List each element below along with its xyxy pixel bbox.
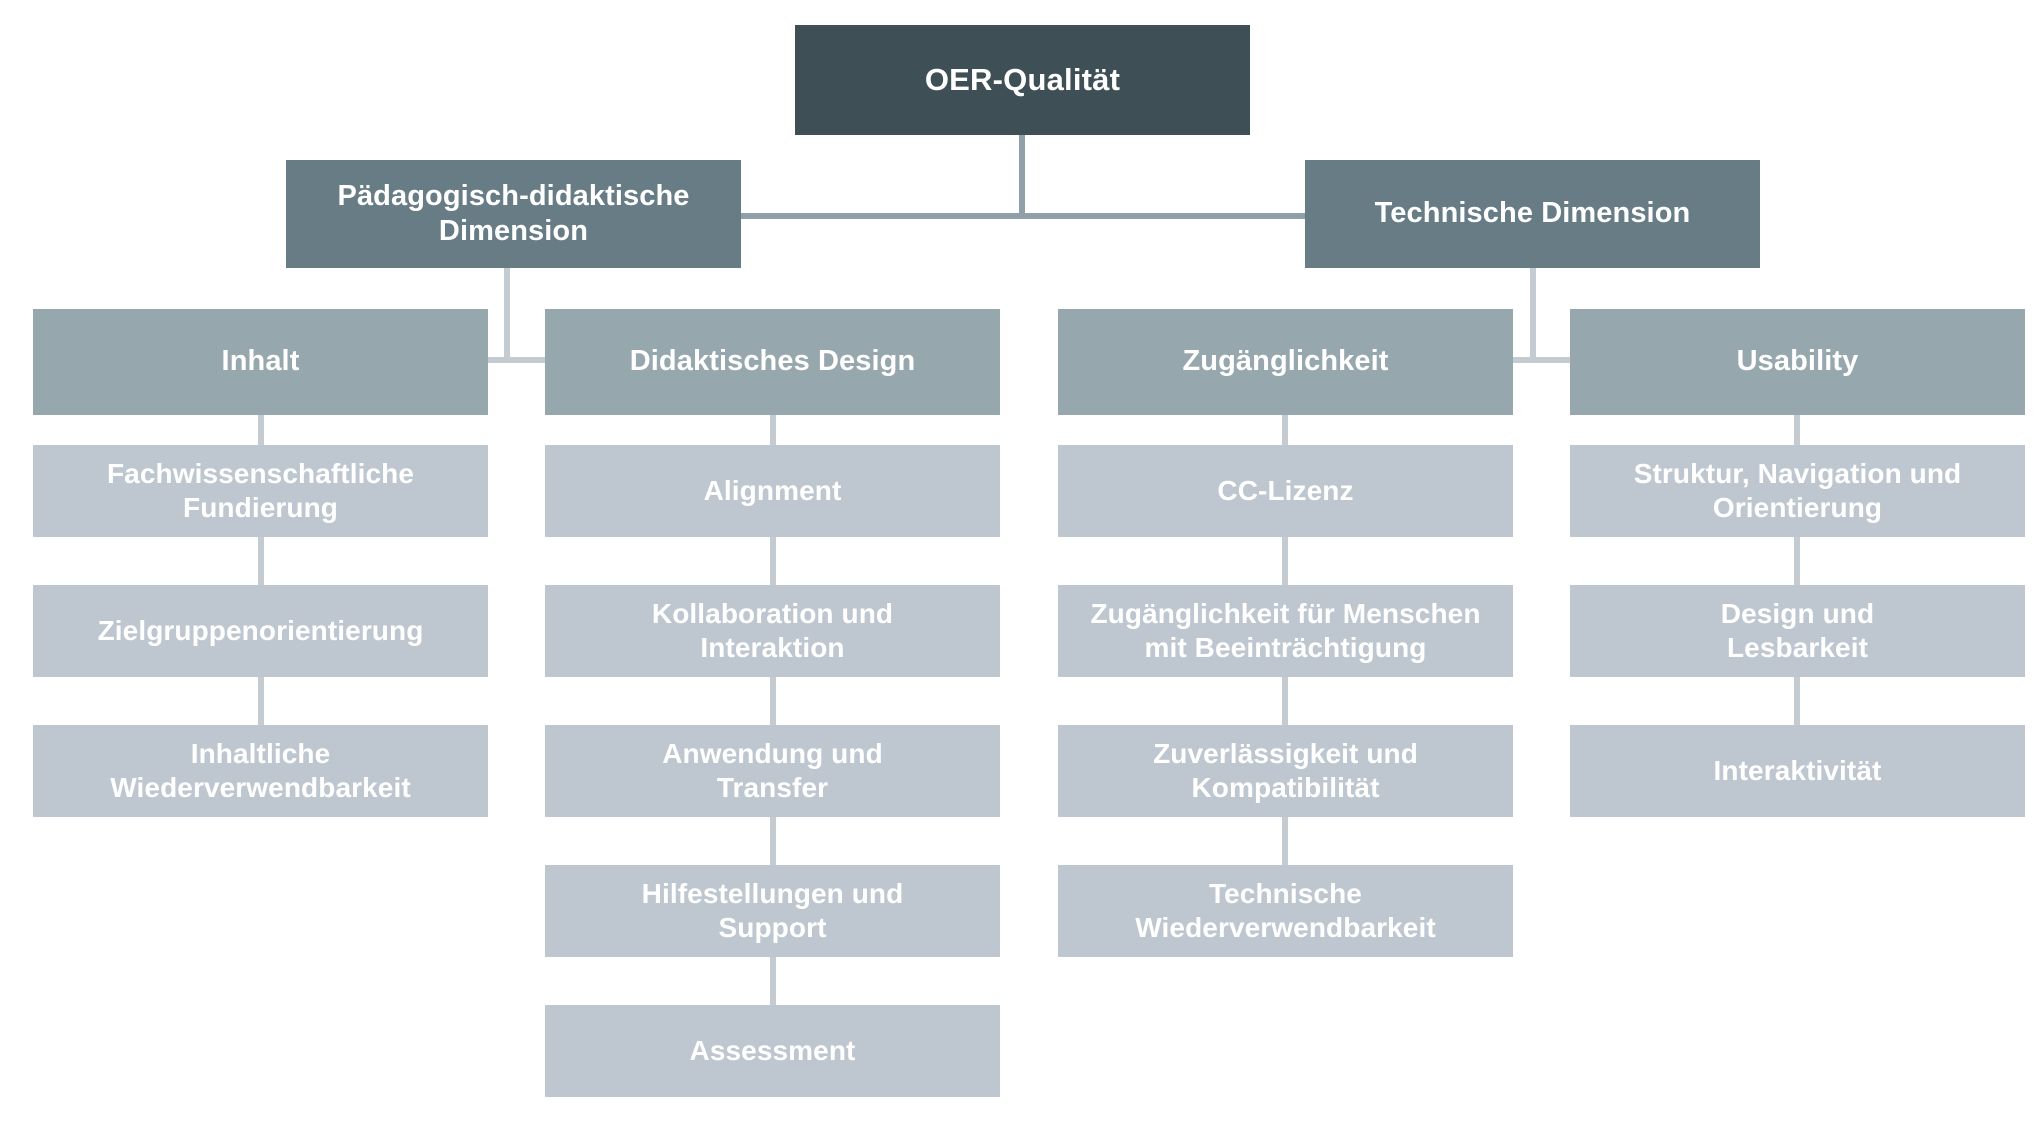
node-leaf-inhaltliche-wiederverwendbarkeit[interactable]: Inhaltliche Wiederverwendbarkeit — [33, 725, 488, 817]
node-label: Assessment — [689, 1034, 856, 1066]
node-category-usability[interactable]: Usability — [1570, 309, 2025, 415]
node-dimension-paedagogisch-didaktisch[interactable]: Pädagogisch-didaktische Dimension — [286, 160, 741, 268]
node-label: Pädagogisch-didaktische Dimension — [337, 179, 690, 247]
node-label: OER-Qualität — [924, 62, 1121, 98]
connector-root-stem — [1019, 135, 1025, 217]
node-leaf-technische-wiederverwendbarkeit[interactable]: Technische Wiederverwendbarkeit — [1058, 865, 1513, 957]
node-leaf-cc-lizenz[interactable]: CC-Lizenz — [1058, 445, 1513, 537]
node-dimension-technisch[interactable]: Technische Dimension — [1305, 160, 1760, 268]
node-label: Inhaltliche Wiederverwendbarkeit — [110, 737, 411, 803]
node-label: Kollaboration und Interaktion — [651, 597, 894, 663]
node-label: CC-Lizenz — [1217, 474, 1354, 506]
node-root-oer-qualitaet[interactable]: OER-Qualität — [795, 25, 1250, 135]
node-leaf-zugaenglichkeit-beeintraechtigung[interactable]: Zugänglichkeit für Menschen mit Beeinträ… — [1058, 585, 1513, 677]
node-label: Hilfestellungen und Support — [641, 877, 904, 943]
node-label: Inhalt — [221, 345, 300, 378]
connector-dim-left-stem — [504, 268, 510, 360]
node-leaf-zuverlaessigkeit-und-kompatibilitaet[interactable]: Zuverlässigkeit und Kompatibilität — [1058, 725, 1513, 817]
node-category-inhalt[interactable]: Inhalt — [33, 309, 488, 415]
node-category-didaktisches-design[interactable]: Didaktisches Design — [545, 309, 1000, 415]
connector-dim-right-stem — [1530, 268, 1536, 360]
node-label: Zugänglichkeit — [1182, 345, 1389, 378]
node-leaf-anwendung-und-transfer[interactable]: Anwendung und Transfer — [545, 725, 1000, 817]
node-leaf-interaktivitaet[interactable]: Interaktivität — [1570, 725, 2025, 817]
node-category-zugaenglichkeit[interactable]: Zugänglichkeit — [1058, 309, 1513, 415]
connector-spine-zugaenglichkeit — [1282, 415, 1288, 950]
node-leaf-alignment[interactable]: Alignment — [545, 445, 1000, 537]
node-label: Alignment — [703, 474, 842, 506]
node-leaf-fachwissenschaftliche-fundierung[interactable]: Fachwissenschaftliche Fundierung — [33, 445, 488, 537]
node-label: Usability — [1736, 345, 1859, 378]
node-label: Technische Dimension — [1374, 197, 1691, 230]
node-leaf-zielgruppenorientierung[interactable]: Zielgruppenorientierung — [33, 585, 488, 677]
connector-dimension-bar — [510, 213, 1535, 219]
node-label: Didaktisches Design — [629, 345, 916, 378]
node-label: Struktur, Navigation und Orientierung — [1633, 457, 1962, 523]
node-label: Zielgruppenorientierung — [97, 614, 424, 646]
node-label: Anwendung und Transfer — [662, 737, 883, 803]
node-label: Zugänglichkeit für Menschen mit Beeinträ… — [1090, 597, 1481, 663]
node-label: Zuverlässigkeit und Kompatibilität — [1153, 737, 1418, 803]
node-leaf-hilfestellungen-und-support[interactable]: Hilfestellungen und Support — [545, 865, 1000, 957]
node-leaf-design-und-lesbarkeit[interactable]: Design und Lesbarkeit — [1570, 585, 2025, 677]
connector-cat-left-bar — [462, 357, 554, 363]
node-label: Interaktivität — [1713, 754, 1882, 786]
node-leaf-struktur-navigation-orientierung[interactable]: Struktur, Navigation und Orientierung — [1570, 445, 2025, 537]
node-label: Technische Wiederverwendbarkeit — [1135, 877, 1436, 943]
node-leaf-kollaboration-und-interaktion[interactable]: Kollaboration und Interaktion — [545, 585, 1000, 677]
node-label: Design und Lesbarkeit — [1720, 597, 1875, 663]
node-leaf-assessment[interactable]: Assessment — [545, 1005, 1000, 1097]
connector-cat-right-bar — [1488, 357, 1580, 363]
node-label: Fachwissenschaftliche Fundierung — [106, 457, 415, 523]
